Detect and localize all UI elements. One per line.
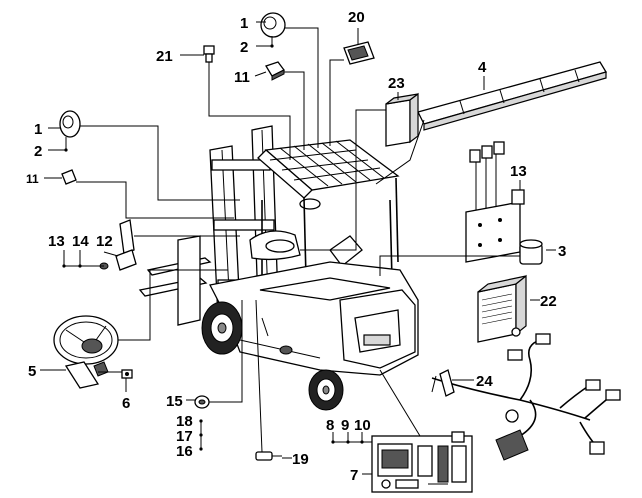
callout-1-left: 1 [34,121,42,138]
part-11-block-left [61,169,77,185]
callout-17: 17 [176,428,193,445]
callout-10: 10 [354,417,371,434]
callout-9: 9 [341,417,349,434]
callout-14: 14 [72,233,89,250]
part-23-module [385,92,419,147]
part-5-steering-wheel [53,315,119,389]
leader-lines [40,21,556,475]
callout-23: 23 [388,75,405,92]
callout-11-top: 11 [234,69,250,86]
callout-5: 5 [28,363,36,380]
callout-22: 22 [540,293,557,310]
callout-8: 8 [326,417,334,434]
operator-area [249,230,363,267]
callout-labels: 1 2 20 21 11 4 23 1 2 11 13 13 14 12 3 2… [26,9,566,484]
callout-13-right: 13 [510,163,527,180]
part-7-instrument-panel [371,431,473,493]
part-1-lamp-left [59,110,81,138]
callout-13-left: 13 [48,233,65,250]
callout-16: 16 [176,443,193,460]
callout-2-left: 2 [34,143,42,160]
callout-7: 7 [350,467,358,484]
part-4-light-bar [417,61,607,131]
callout-4: 4 [478,59,487,76]
part-1-lamp-top [260,12,286,38]
callout-18: 18 [176,413,193,430]
part-24-wire-harness [431,333,621,461]
callout-12: 12 [96,233,113,250]
forklift-illustration [138,125,419,411]
part-12-pedal [99,219,137,271]
callout-1-top: 1 [240,15,248,32]
part-3-horn [519,239,543,265]
overhead-guard [257,139,400,285]
callout-11-left: 11 [26,172,39,186]
part-22-controller [477,274,527,343]
part-contactor-panel [465,141,525,263]
callout-24: 24 [476,373,493,390]
part-11-block-top [265,61,285,81]
callout-3: 3 [558,243,566,260]
callout-20: 20 [348,9,365,26]
chassis [209,261,419,376]
callout-19: 19 [292,451,309,468]
part-20-display [343,41,375,65]
front-wheel [201,301,243,355]
callout-15: 15 [166,393,183,410]
part-15-flasher [194,395,210,409]
callout-6: 6 [122,395,130,412]
part-6-switch [121,369,133,379]
rear-wheel [308,369,344,411]
callout-2-top: 2 [240,39,248,56]
callout-21: 21 [156,48,173,65]
part-19-sensor [255,451,282,461]
forks [138,235,212,326]
part-21-switch [203,45,215,63]
